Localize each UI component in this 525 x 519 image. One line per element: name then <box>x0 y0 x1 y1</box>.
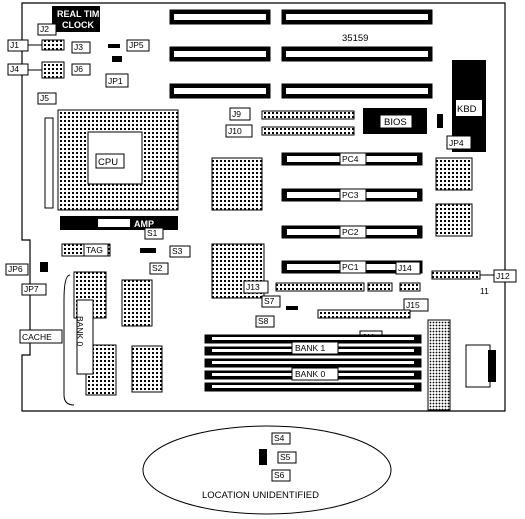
s3-label: S3 <box>172 246 183 256</box>
amp-label: AMP <box>134 219 154 229</box>
kbd-label: KBD <box>457 104 477 115</box>
j12-label: J12 <box>496 271 510 281</box>
s1-label: S1 <box>147 228 158 238</box>
rtc-chip <box>52 6 100 32</box>
jp5-label: JP5 <box>129 40 144 50</box>
top-slots <box>169 9 433 99</box>
pc3-label: PC3 <box>342 190 359 200</box>
s6-label: S6 <box>274 470 285 480</box>
location-unidentified-ellipse <box>142 425 392 515</box>
jp6-label: JP6 <box>8 264 23 274</box>
s2-label: S2 <box>152 263 163 273</box>
j13-label: J13 <box>246 282 260 292</box>
bank-vertical-label: BANK 0 <box>75 316 85 347</box>
jp4-label: JP4 <box>449 138 464 148</box>
chip-right-2 <box>435 203 473 237</box>
bank1-label: BANK 1 <box>295 343 326 353</box>
j5-label: J5 <box>40 93 49 103</box>
j15-header <box>399 282 421 292</box>
power-connector <box>427 319 451 411</box>
pc4-label: PC4 <box>342 154 359 164</box>
jumper-block-j1-j6: J2 J1 J3 J4 J6 J5 <box>7 23 91 105</box>
jp1-pins <box>112 56 122 62</box>
j14-label: J14 <box>398 263 412 273</box>
s-switches <box>140 248 156 253</box>
s5-label: S5 <box>280 452 291 462</box>
pc1-label: PC1 <box>342 262 359 272</box>
s7-label: S7 <box>264 296 275 306</box>
rtc-label-line2: CLOCK <box>62 20 94 30</box>
bios-label: BIOS <box>384 117 407 128</box>
jp4-pins <box>437 114 443 128</box>
j12-header <box>431 270 481 280</box>
cpu-label: CPU <box>98 157 118 168</box>
cache-label: CACHE <box>22 332 52 342</box>
side-connector <box>465 344 491 388</box>
cpu-lever <box>44 117 54 209</box>
j4-label: J4 <box>10 64 19 74</box>
j1-label: J1 <box>10 40 19 50</box>
cache-chip-4 <box>131 345 163 393</box>
s7-s8-pins <box>286 306 298 310</box>
model-number: 35159 <box>342 33 368 44</box>
j9-label: J9 <box>232 109 241 119</box>
s8-label: S8 <box>258 316 269 326</box>
jp7-label: JP7 <box>24 284 39 294</box>
j15-label: J15 <box>406 300 420 310</box>
j14-header <box>367 282 393 292</box>
j6-label: J6 <box>74 64 83 74</box>
jp1-label: JP1 <box>108 76 123 86</box>
bank0-label: BANK 0 <box>295 369 326 379</box>
board-outline <box>21 2 506 412</box>
pin-one-label: 11 <box>480 286 489 296</box>
cache-chip-3 <box>121 279 153 327</box>
pc2-label: PC2 <box>342 227 359 237</box>
s4-label: S4 <box>274 433 285 443</box>
chip-mid-1 <box>211 157 263 211</box>
j13-header <box>275 282 365 292</box>
jp5-pins <box>108 44 120 48</box>
j10-label: J10 <box>228 126 242 136</box>
jp6-jp7-pins <box>40 262 48 272</box>
pc-slots <box>281 152 423 274</box>
s4-s6-switches <box>259 449 267 465</box>
chip-right-1 <box>435 157 473 191</box>
j9-header <box>261 110 355 120</box>
tag-label: TAG <box>86 245 103 255</box>
j11-header <box>317 309 411 319</box>
j2-label: J2 <box>40 24 49 34</box>
j3-label: J3 <box>74 42 83 52</box>
rtc-label-line1: REAL TIME <box>57 9 105 19</box>
j10-header <box>261 126 355 136</box>
location-unidentified-label: LOCATION UNIDENTIFIED <box>202 490 319 501</box>
